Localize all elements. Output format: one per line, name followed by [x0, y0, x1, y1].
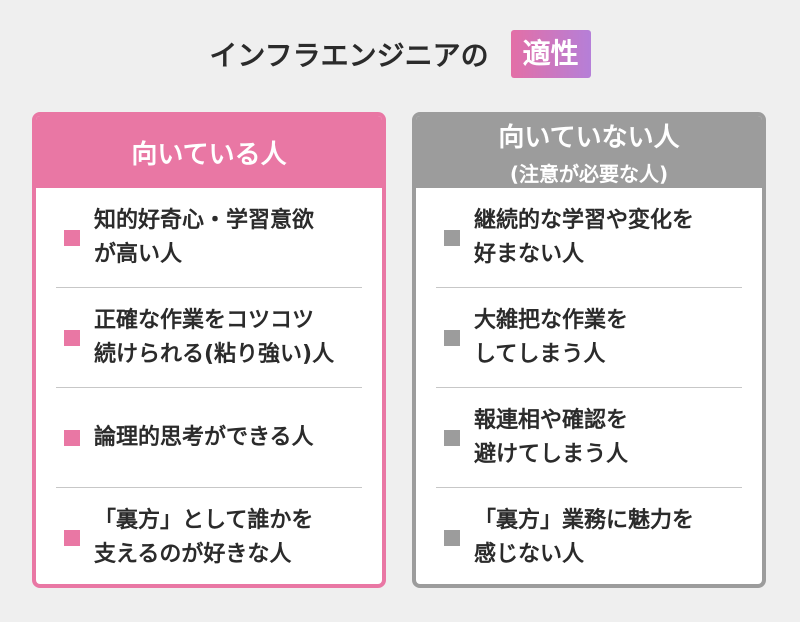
list-item-text: 報連相や確認を 避けてしまう人: [474, 407, 629, 467]
gray-square-bullet-icon: [444, 429, 460, 446]
list-item: 正確な作業をコツコツ 続けられる(粘り強い)人: [56, 288, 362, 388]
unsuitable-header: 向いていない人 (注意が必要な人): [416, 116, 762, 188]
gray-square-bullet-icon: [444, 229, 460, 246]
suitable-panel: 向いている人 知的好奇心・学習意欲 が高い人 正確な作業をコツコツ 続けられる(…: [32, 112, 386, 588]
list-item-text: 知的好奇心・学習意欲 が高い人: [94, 207, 315, 267]
list-item: 報連相や確認を 避けてしまう人: [436, 388, 742, 488]
list-item-text: 正確な作業をコツコツ 続けられる(粘り強い)人: [94, 307, 335, 367]
suitable-list: 知的好奇心・学習意欲 が高い人 正確な作業をコツコツ 続けられる(粘り強い)人 …: [36, 188, 382, 584]
unsuitable-panel: 向いていない人 (注意が必要な人) 継続的な学習や変化を 好まない人 大雑把な作…: [412, 112, 766, 588]
suitable-header: 向いている人: [36, 116, 382, 188]
title-text: インフラエンジニアの: [209, 39, 489, 72]
list-item-text: 大雑把な作業を してしまう人: [474, 307, 629, 367]
list-item: 「裏方」として誰かを 支えるのが好きな人: [56, 488, 362, 584]
list-item-text: 論理的思考ができる人: [94, 424, 314, 450]
suitable-header-label: 向いている人: [131, 139, 287, 170]
pink-square-bullet-icon: [64, 329, 80, 346]
unsuitable-list: 継続的な学習や変化を 好まない人 大雑把な作業を してしまう人 報連相や確認を …: [416, 188, 762, 584]
list-item: 知的好奇心・学習意欲 が高い人: [56, 188, 362, 288]
list-item: 「裏方」業務に魅力を 感じない人: [436, 488, 742, 584]
pink-square-bullet-icon: [64, 530, 80, 546]
gray-square-bullet-icon: [444, 530, 460, 546]
pink-square-bullet-icon: [64, 229, 80, 246]
title-highlight-badge: 適性: [510, 30, 591, 78]
gray-square-bullet-icon: [444, 329, 460, 346]
list-item: 継続的な学習や変化を 好まない人: [436, 188, 742, 288]
list-item-text: 「裏方」として誰かを 支えるのが好きな人: [94, 508, 314, 567]
pink-square-bullet-icon: [64, 429, 80, 446]
unsuitable-subheader: (注意が必要な人): [509, 162, 669, 186]
list-item: 大雑把な作業を してしまう人: [436, 288, 742, 388]
list-item-text: 「裏方」業務に魅力を 感じない人: [474, 508, 695, 567]
unsuitable-header-label: 向いていない人: [498, 123, 680, 153]
list-item-text: 継続的な学習や変化を 好まない人: [474, 207, 695, 267]
list-item: 論理的思考ができる人: [56, 388, 362, 488]
page-title: インフラエンジニアの 適性: [0, 30, 800, 78]
